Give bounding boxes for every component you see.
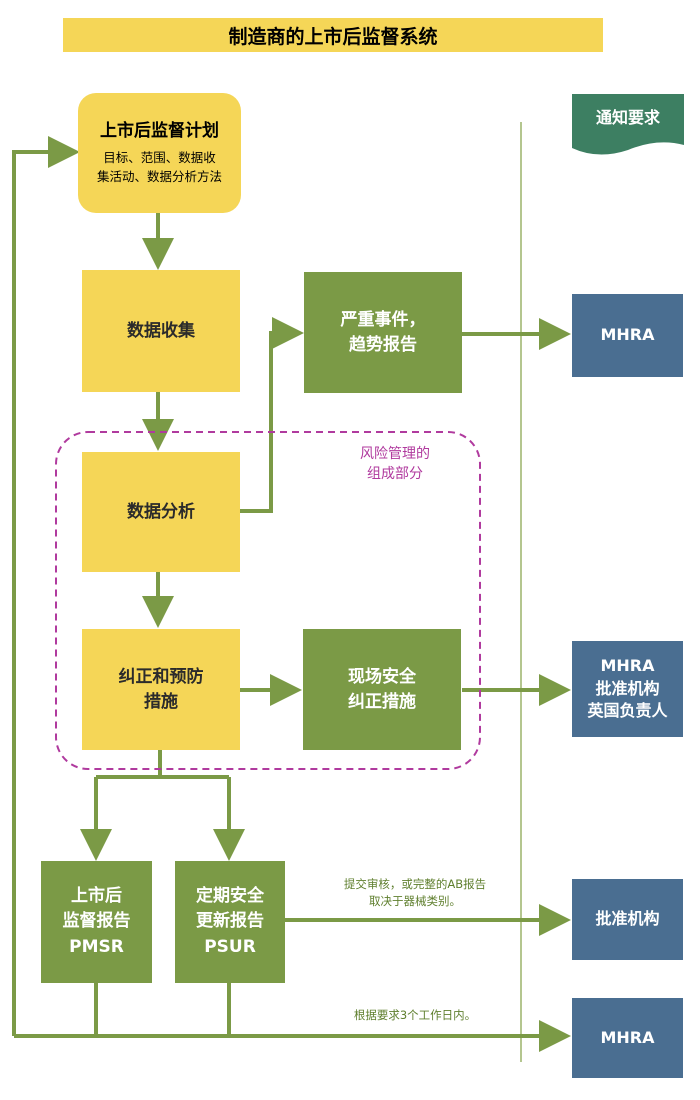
pms-plan-title: 上市后监督计划 <box>100 121 219 142</box>
serious-incident-box: 严重事件， 趋势报告 <box>304 272 462 393</box>
pmsr-box: 上市后 监督报告 PMSR <box>41 861 152 983</box>
notify-banner-shape <box>572 94 684 155</box>
target-mhra-group: MHRA 批准机构 英国负责人 <box>572 641 683 737</box>
target-mhra-3: MHRA <box>572 998 683 1078</box>
target-approved-body: 批准机构 <box>572 879 683 960</box>
psur-box: 定期安全 更新报告 PSUR <box>175 861 285 983</box>
mhra-deadline-note: 根据要求3个工作日内。 <box>353 1008 477 1022</box>
capa-box: 纠正和预防 措施 <box>82 629 240 750</box>
notify-header: 通知要求 <box>595 108 660 127</box>
data-analysis-box: 数据分析 <box>82 452 240 572</box>
data-collection-box: 数据收集 <box>82 270 240 392</box>
psur-submission-note: 提交审核，或完整的AB报告 取决于器械类别。 <box>343 877 487 908</box>
page-title: 制造商的上市后监督系统 <box>63 18 603 52</box>
risk-management-label: 风险管理的 组成部分 <box>360 446 430 482</box>
pms-plan-subtitle: 目标、范围、数据收 集活动、数据分析方法 <box>96 149 222 185</box>
risk-management-boundary <box>55 431 481 770</box>
arrow-feedback-loop <box>12 136 80 1036</box>
pms-plan-box: 上市后监督计划 目标、范围、数据收 集活动、数据分析方法 <box>78 93 241 213</box>
target-mhra-1: MHRA <box>572 294 683 377</box>
fsca-box: 现场安全 纠正措施 <box>303 629 461 750</box>
arrow-analysis-to-incident <box>240 317 304 513</box>
